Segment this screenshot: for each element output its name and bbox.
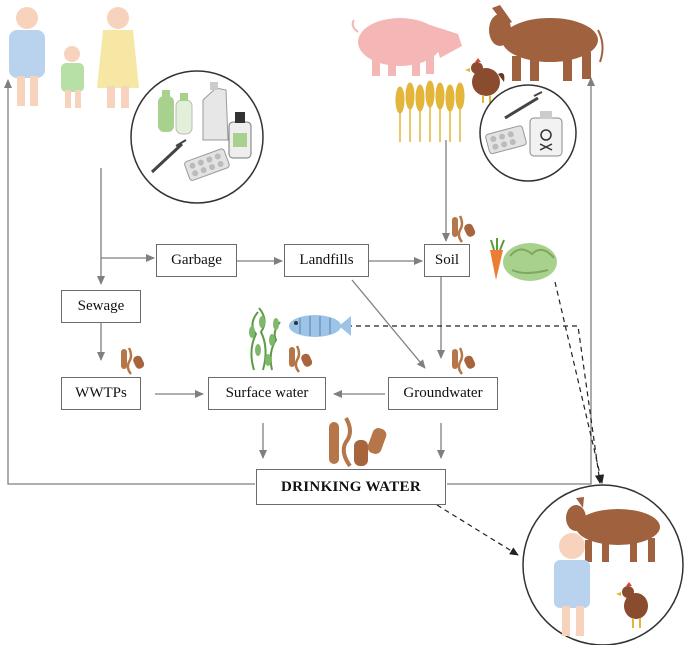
veterinary-drugs-and-pesticide-icon [479, 84, 577, 182]
arrow-landfills-to-groundwater [351, 279, 426, 369]
arrows [3, 77, 595, 485]
arrow-drinking-to-livestock [447, 77, 595, 485]
landfills-box: Landfills [284, 244, 369, 277]
bacteria-surface-icon [287, 344, 315, 374]
cow-icon [489, 5, 604, 81]
wheat-icon [395, 80, 465, 142]
household-chemicals-and-medicine-icon [130, 70, 264, 204]
family-icon [9, 7, 139, 108]
arrow-drinking-to-family [3, 79, 255, 485]
groundwater-box: Groundwater [388, 377, 498, 410]
carrot-icon [490, 238, 505, 280]
algae-icon [249, 307, 281, 371]
bacteria-groundwater-icon [450, 346, 478, 376]
soil-box: Soil [424, 244, 470, 277]
sewage-box: Sewage [61, 290, 141, 323]
surface-water-box: Surface water [208, 377, 326, 410]
dashed-arrow-fish-to-exposure [347, 325, 603, 484]
dashed-arrows [347, 281, 605, 556]
drinking-water-box: DRINKING WATER [256, 469, 446, 505]
garbage-box: Garbage [156, 244, 237, 277]
bacteria-wwtps-icon [119, 346, 147, 376]
bacteria-icon [450, 214, 478, 244]
pig-icon [351, 18, 462, 76]
dashed-arrow-drinking-to-exposure [436, 504, 519, 556]
dashed-arrow-vegetables-to-exposure [554, 281, 605, 484]
human-and-animals-exposure-icon [522, 484, 684, 645]
bacteria-drinking-icon [329, 417, 387, 468]
fish-icon [289, 315, 351, 337]
wwtps-box: WWTPs [61, 377, 141, 410]
hen-icon [465, 58, 505, 103]
lettuce-icon [503, 243, 557, 281]
